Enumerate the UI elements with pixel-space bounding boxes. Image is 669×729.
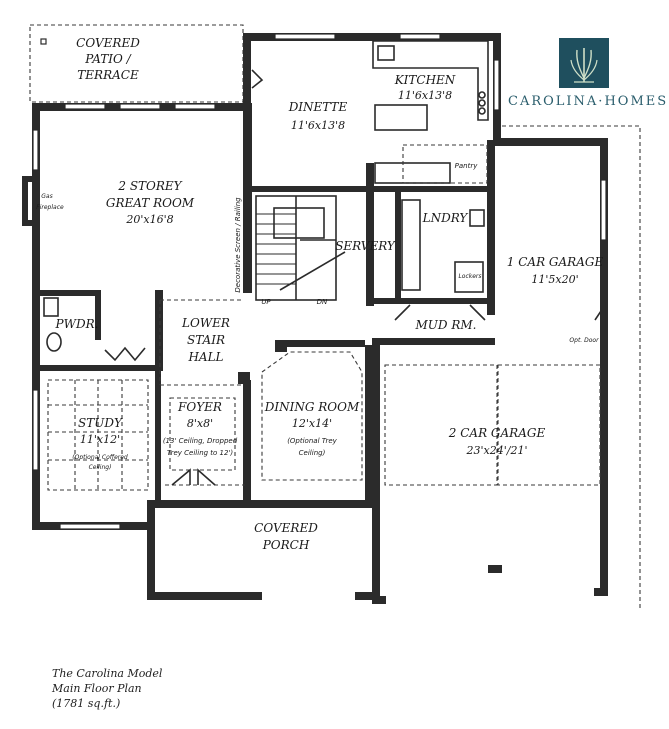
patio-label-line1: COVERED xyxy=(76,36,140,50)
foyer-dims: 8'x8' xyxy=(187,417,213,430)
stairs-up-label: UP xyxy=(261,298,271,306)
opt-door-label: Opt. Door xyxy=(569,337,599,344)
study-label: STUDY xyxy=(78,416,123,430)
brand-name: CAROLINA·HOMES xyxy=(508,94,669,109)
porch-label-line2: PORCH xyxy=(262,538,310,552)
porch-label-line1: COVERED xyxy=(254,521,318,535)
foyer-note-line1: (13' Ceiling, Dropped xyxy=(163,437,238,445)
dining-room-dims: 12'x14' xyxy=(292,417,332,430)
fireplace-label-line1: Gas xyxy=(41,193,52,200)
dinette-dims: 11'6x13'8 xyxy=(291,119,345,132)
servery-label: SERVERY xyxy=(335,239,396,253)
dining-note-line2: Ceiling) xyxy=(299,449,326,457)
powder-room-label: PWDR. xyxy=(55,317,99,331)
great-room-label-line1: 2 STOREY xyxy=(117,179,182,193)
stairs-dn-label: DN xyxy=(317,298,328,306)
patio-label-line3: TERRACE xyxy=(77,68,139,82)
caption-model-name: The Carolina Model xyxy=(52,667,163,680)
dashed-feature-lines xyxy=(47,144,601,491)
stair-hall-label-line2: STAIR xyxy=(187,333,225,347)
brand-logo: CAROLINA·HOMES xyxy=(508,38,669,118)
foyer-note-line2: Trey Ceiling to 12') xyxy=(167,449,234,457)
pantry-label: Pantry xyxy=(455,162,479,170)
powder-room-fixtures xyxy=(43,297,146,362)
caption-area: (1781 sq.ft.) xyxy=(52,697,121,710)
kitchen-label: KITCHEN xyxy=(394,73,456,87)
study-note-line1: (Optional Coffered xyxy=(72,454,128,461)
staircase xyxy=(255,195,346,301)
plan-caption: The Carolina Model Main Floor Plan (1781… xyxy=(52,666,162,711)
two-car-garage-dims: 23'x24'/21' xyxy=(466,444,528,457)
dining-note-line1: (Optional Trey xyxy=(287,437,337,445)
kitchen-dims: 11'6x13'8 xyxy=(398,89,452,102)
one-car-garage-dims: 11'5x20' xyxy=(531,273,578,286)
dinette-label: DINETTE xyxy=(288,100,348,114)
patio-label: COVERED PATIO / TERRACE xyxy=(76,36,140,82)
great-room-dims: 20'x16'8 xyxy=(125,213,173,226)
fireplace-label-line2: Fireplace xyxy=(36,204,64,211)
caption-floor-name: Main Floor Plan xyxy=(52,682,142,695)
foyer-label: FOYER xyxy=(177,400,222,414)
study-dims: 11'x12' xyxy=(80,433,120,446)
garage-outline xyxy=(495,125,641,610)
wheat-logo-icon xyxy=(559,38,609,88)
laundry-label: LNDRY xyxy=(422,211,469,225)
patio-post xyxy=(40,38,47,45)
lockers-label: Lockers xyxy=(458,273,481,280)
door-swings xyxy=(171,69,606,486)
windows xyxy=(32,33,607,530)
railing-label: Decorative Screen / Railing xyxy=(234,197,242,293)
study-note-line2: Ceiling) xyxy=(89,464,112,471)
great-room-label-line2: GREAT ROOM xyxy=(106,196,195,210)
mud-room-label: MUD RM. xyxy=(415,318,477,332)
dining-room-label: DINING ROOM xyxy=(264,400,360,414)
laundry-fixtures xyxy=(394,199,486,321)
patio-label-line2: PATIO / xyxy=(84,52,132,66)
stair-hall-label-line3: HALL xyxy=(187,350,223,364)
interior-walls xyxy=(40,103,488,508)
two-car-garage-label: 2 CAR GARAGE xyxy=(448,426,546,440)
stair-hall-label-line1: LOWER xyxy=(181,316,230,330)
one-car-garage-label: 1 CAR GARAGE xyxy=(507,255,604,269)
